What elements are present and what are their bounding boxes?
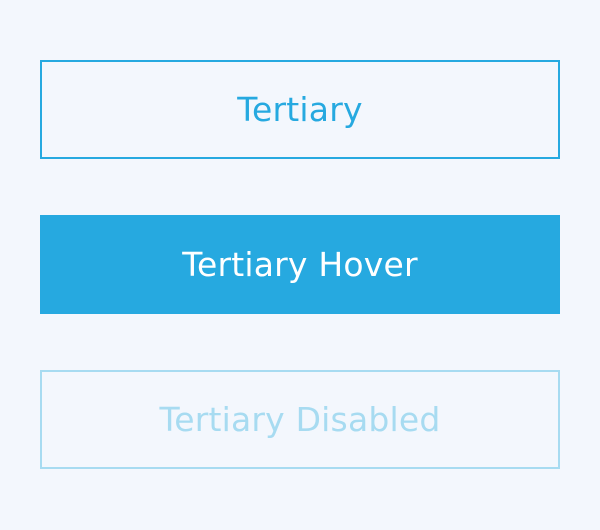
- tertiary-hover-button-label: Tertiary Hover: [182, 245, 418, 284]
- tertiary-disabled-button: Tertiary Disabled: [40, 370, 560, 469]
- tertiary-button-label: Tertiary: [237, 90, 363, 129]
- tertiary-disabled-button-label: Tertiary Disabled: [159, 400, 441, 439]
- tertiary-hover-button[interactable]: Tertiary Hover: [40, 215, 560, 314]
- tertiary-button[interactable]: Tertiary: [40, 60, 560, 159]
